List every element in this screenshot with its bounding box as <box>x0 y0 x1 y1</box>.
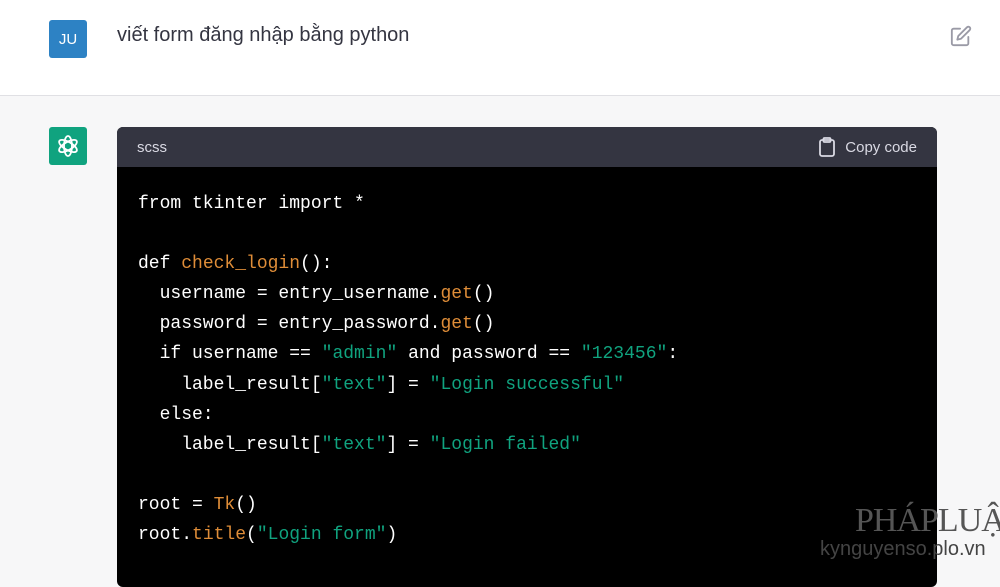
code-token-plain: root. <box>138 525 193 546</box>
assistant-avatar <box>49 127 87 165</box>
code-token-plain: (): <box>300 254 333 275</box>
code-token-plain: password = entry_password. <box>138 314 441 335</box>
code-line: from tkinter import * <box>138 189 916 219</box>
code-token-str: "admin" <box>321 344 398 365</box>
code-content: from tkinter import *def check_login(): … <box>117 167 937 572</box>
code-token-plain: username = entry_username. <box>138 284 441 305</box>
user-prompt-text: viết form đăng nhập bằng python <box>117 24 410 46</box>
code-token-str: "Login failed" <box>429 434 581 455</box>
code-token-fn: title <box>192 525 247 546</box>
code-line: username = entry_username.get() <box>138 279 916 309</box>
code-token-plain: () <box>472 314 495 335</box>
code-line: def check_login(): <box>138 249 916 279</box>
watermark: PHÁPLUẬT kynguyenso.plo.vn <box>820 500 1000 572</box>
user-message: JU viết form đăng nhập bằng python <box>0 0 1000 96</box>
code-line: root = Tk() <box>138 490 916 520</box>
code-token-plain: () <box>472 284 495 305</box>
code-token-plain: () <box>235 494 257 515</box>
code-line: password = entry_password.get() <box>138 309 916 339</box>
code-block: scss Copy code from tkinter import * def … <box>117 127 937 587</box>
code-token-fn: get <box>440 284 473 305</box>
code-token-plain: ) <box>386 525 398 546</box>
code-token-plain: ( <box>246 525 257 546</box>
code-token-plain: from tkinter import * <box>138 194 365 214</box>
code-line: label_result["text"] = "Login successful… <box>138 370 916 400</box>
code-line: if username == "admin" and password == "… <box>138 339 916 369</box>
code-token-plain: label_result[ <box>138 434 322 455</box>
code-line <box>138 219 916 249</box>
code-token-plain: ] = <box>386 374 430 395</box>
code-token-plain: and password == <box>397 344 581 365</box>
clipboard-icon <box>819 137 836 157</box>
user-avatar: JU <box>49 20 87 58</box>
code-line: else: <box>138 400 916 430</box>
copy-code-label: Copy code <box>845 138 917 156</box>
edit-icon[interactable] <box>950 25 972 47</box>
watermark-url: kynguyenso.plo.vn <box>820 538 986 560</box>
code-token-str: "123456" <box>580 344 668 365</box>
watermark-logo: PHÁPLUẬT <box>855 502 1000 539</box>
code-token-fn: check_login <box>181 254 301 275</box>
code-token-plain: def <box>138 254 182 275</box>
code-token-str: "text" <box>321 434 387 455</box>
openai-logo-icon <box>58 135 78 157</box>
code-token-str: "Login form" <box>256 525 387 546</box>
code-line: root.title("Login form") <box>138 520 916 550</box>
code-token-str: "text" <box>321 374 387 395</box>
code-line: label_result["text"] = "Login failed" <box>138 430 916 460</box>
code-token-fn: Tk <box>213 494 236 515</box>
code-token-str: "Login successful" <box>429 374 625 395</box>
code-language-label: scss <box>137 138 167 156</box>
code-token-plain: else: <box>138 404 214 425</box>
code-line <box>138 460 916 490</box>
code-token-plain: : <box>667 344 679 365</box>
code-token-plain: label_result[ <box>138 374 322 395</box>
code-block-header: scss Copy code <box>117 127 937 167</box>
code-token-fn: get <box>440 314 473 335</box>
code-token-plain: ] = <box>386 434 430 455</box>
code-token-plain: root = <box>138 494 214 515</box>
copy-code-button[interactable]: Copy code <box>819 137 917 157</box>
code-token-plain: if username == <box>138 344 322 365</box>
